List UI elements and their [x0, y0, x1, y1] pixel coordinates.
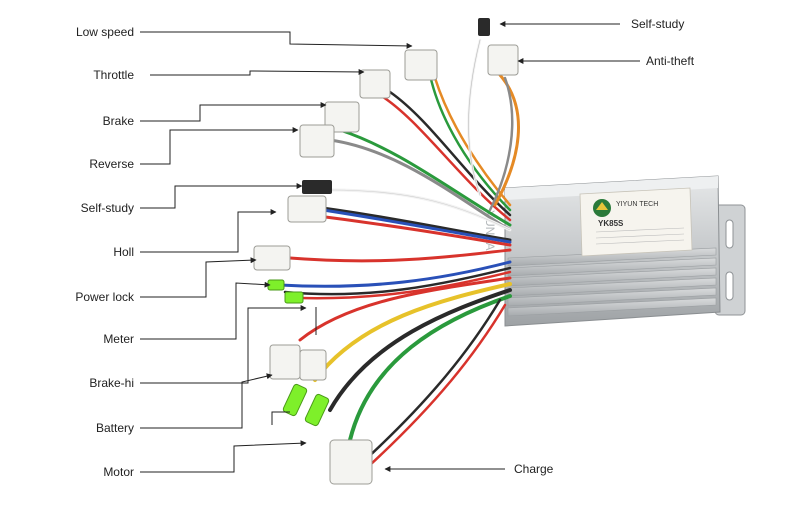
charge-connector — [329, 439, 373, 485]
callout-lines-right — [384, 21, 640, 472]
anti-theft-connector — [487, 44, 519, 76]
battery-connector-b — [304, 393, 330, 427]
throttle-connector — [359, 69, 391, 99]
label-battery: Battery — [95, 421, 134, 435]
meter-connector-a — [267, 279, 285, 291]
label-charge: Charge — [514, 462, 554, 476]
controller-sticker: YIYUN TECH YK85S — [579, 187, 693, 257]
low-speed-connector — [404, 49, 438, 81]
self-study-connector-right — [478, 18, 490, 36]
callout-lines — [140, 31, 413, 473]
label-brake: Brake — [102, 114, 134, 128]
label-motor: Motor — [103, 465, 134, 479]
model-number: YK85S — [598, 219, 624, 228]
label-meter: Meter — [103, 332, 134, 346]
label-brake-hi: Brake-hi — [89, 376, 134, 390]
label-power-lock: Power lock — [75, 290, 134, 304]
reverse-connector — [299, 124, 335, 158]
self-study-connector-left — [302, 180, 332, 194]
label-holl: Holl — [113, 245, 134, 259]
label-throttle: Throttle — [93, 68, 134, 82]
mounting-bracket — [714, 204, 746, 316]
wire-bundle — [278, 38, 520, 467]
label-self-study-right: Self-study — [631, 17, 685, 31]
brake-connector — [324, 101, 360, 133]
brake-hi-connector — [269, 344, 301, 380]
label-reverse: Reverse — [89, 157, 134, 171]
brake-hi-connector-b — [299, 349, 327, 381]
label-self-study-left: Self-study — [80, 201, 134, 215]
holl-connector — [287, 195, 327, 223]
connectors — [253, 18, 519, 485]
meter-connector-b — [284, 291, 304, 304]
power-lock-connector — [253, 245, 291, 271]
battery-connector-a — [282, 383, 308, 417]
label-anti-theft: Anti-theft — [646, 54, 695, 68]
label-low-speed: Low speed — [75, 25, 134, 39]
brand-name: YIYUN TECH — [616, 201, 658, 208]
